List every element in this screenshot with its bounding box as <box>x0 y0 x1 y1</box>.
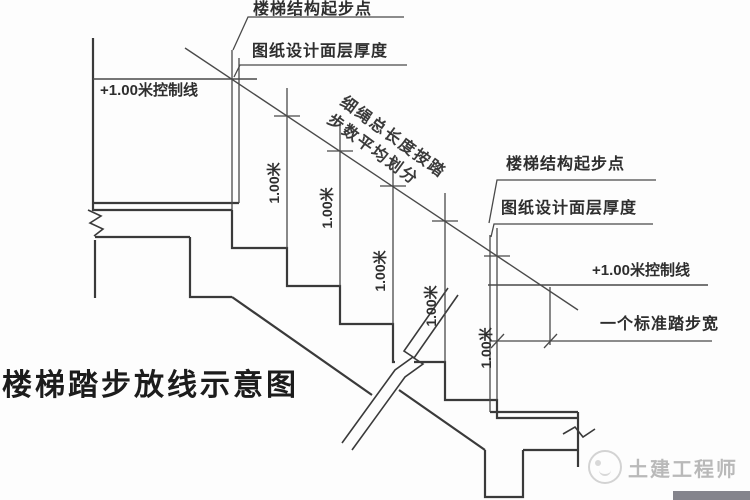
dimension-lines <box>231 50 712 412</box>
footer-bar <box>673 491 750 500</box>
riser-dim-5: 1.00米 <box>478 327 494 369</box>
riser-dim-4: 1.00米 <box>423 285 439 327</box>
riser-dim-1: 1.00米 <box>266 162 282 204</box>
label-right-control-line: +1.00米控制线 <box>592 262 690 279</box>
flight-break-lines <box>341 287 459 451</box>
riser-dim-3: 1.00米 <box>372 250 388 292</box>
control-lines <box>93 78 708 286</box>
watermark: 土建工程师 <box>588 450 738 484</box>
watermark-text: 土建工程师 <box>628 458 738 481</box>
upper-landing-structure <box>87 38 239 299</box>
riser-dim-2: 1.00米 <box>319 187 335 229</box>
label-right-finish-thickness: 图纸设计面层厚度 <box>501 200 638 217</box>
stair-profile-lower <box>398 360 596 499</box>
label-tread-width: 一个标准踏步宽 <box>600 316 720 333</box>
engineer-logo-icon <box>588 450 622 484</box>
label-right-structure-start: 楼梯结构起步点 <box>506 156 626 173</box>
label-top-finish-thickness: 图纸设计面层厚度 <box>252 43 389 60</box>
label-top-structure-start: 楼梯结构起步点 <box>253 1 373 18</box>
diagram-title: 楼梯踏步放线示意图 <box>2 369 299 402</box>
string-line <box>184 47 579 311</box>
label-left-control-line: +1.00米控制线 <box>100 82 198 99</box>
leader-lines <box>232 16 656 238</box>
